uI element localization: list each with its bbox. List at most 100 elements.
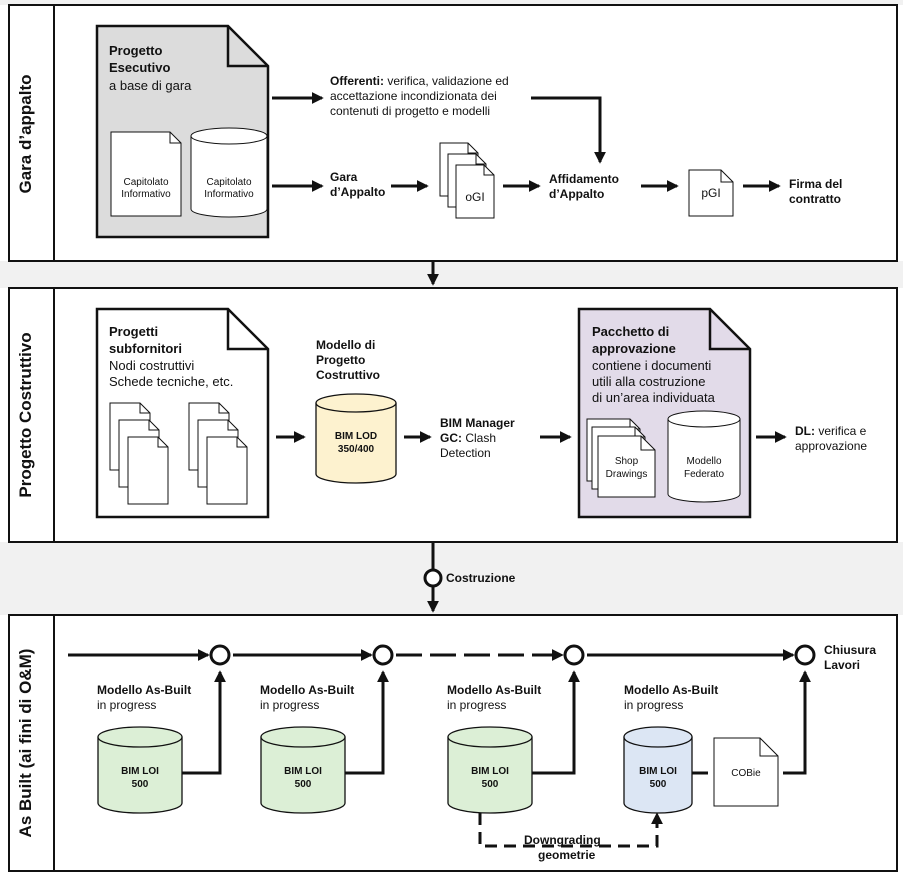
bim-manager-label: BIM Manager: [440, 416, 515, 430]
asbuilt-model-3-title: Modello As-Built: [447, 683, 542, 697]
pacchetto-sub-3: di un’area individuata: [592, 390, 715, 405]
modello-federato-label-1: Modello: [686, 456, 722, 467]
capitolato-cyl-label-1: Capitolato: [206, 177, 252, 188]
subfornitori-title-1: Progetti: [109, 324, 159, 339]
gara-appalto-label-2: d’Appalto: [330, 185, 386, 199]
bim-loi-1-label-2: 500: [131, 779, 149, 790]
costruzione-label: Costruzione: [446, 571, 516, 585]
timeline-node-1: [209, 644, 231, 666]
shop-drawings-label-1: Shop: [614, 456, 639, 467]
bim-loi-2-label-2: 500: [294, 779, 312, 790]
dl-bold: DL:: [795, 424, 815, 438]
loi1-to-node1: [182, 670, 226, 775]
modello-progetto-title-2: Progetto: [316, 353, 366, 367]
dl-label-2: approvazione: [795, 439, 868, 453]
bim-loi-3-label-2: 500: [481, 779, 499, 790]
detection-label: Detection: [440, 446, 491, 460]
bim-loi-cylinder-2-icon: [260, 726, 346, 814]
affidamento-label-1: Affidamento: [549, 172, 619, 186]
pacchetto-title-2: approvazione: [592, 341, 676, 356]
loi2-to-node2: [345, 670, 389, 775]
offerenti-rest: verifica, validazione ed: [384, 74, 509, 88]
bim-lod-cylinder-icon: [315, 393, 397, 484]
asbuilt-model-1-sub: in progress: [97, 698, 157, 712]
shop-drawings-label-2: Drawings: [605, 469, 648, 480]
pgi-document-icon: [688, 169, 734, 217]
bim-loi-cylinder-1-icon: [97, 726, 183, 814]
bim-lod-label-2: 350/400: [337, 444, 375, 455]
subfornitori-document-stack-right-icon: [188, 402, 248, 505]
dl-rest: verifica e: [815, 424, 867, 438]
dl-label: DL: verifica e: [795, 424, 866, 439]
capitolato-cylinder-icon: [190, 127, 268, 218]
offerenti-text-2: accettazione incondizionata dei: [330, 89, 497, 103]
offerenti-text-3: contenuti di progetto e modelli: [330, 104, 491, 118]
capitolato-doc-label-2: Informativo: [121, 189, 171, 200]
asbuilt-model-1-title: Modello As-Built: [97, 683, 192, 697]
capitolato-cyl-label-2: Informativo: [204, 189, 254, 200]
progetto-esecutivo-fold: [226, 26, 268, 68]
subfornitori-sub-1: Nodi costruttivi: [109, 358, 195, 373]
timeline-nodes: [209, 644, 816, 666]
downgrading-label-1: Downgrading: [524, 833, 601, 847]
asbuilt-model-2-sub: in progress: [260, 698, 320, 712]
cobie-document-icon: [713, 737, 779, 807]
modello-federato-cylinder-icon: [667, 410, 741, 503]
modello-progetto-title-1: Modello di: [316, 338, 376, 352]
bim-loi-cylinder-4-icon: [623, 726, 693, 814]
capitolato-doc-label-1: Capitolato: [123, 177, 169, 188]
bim-loi-4-label-1: BIM LOI: [639, 766, 677, 777]
bim-loi-2-label-1: BIM LOI: [284, 766, 322, 777]
timeline-node-4: [794, 644, 816, 666]
ogi-document-stack-icon: [439, 142, 495, 219]
section-title-asbuilt: As Built (ai fini di O&M): [16, 648, 35, 838]
loi3-to-node3: [532, 670, 580, 775]
subfornitori-sub-2: Schede tecniche, etc.: [109, 374, 234, 389]
pgi-label: pGI: [701, 186, 721, 200]
progetto-esecutivo-title-2: Esecutivo: [109, 60, 171, 75]
downgrading-label-2: geometrie: [538, 848, 596, 862]
progetti-subfornitori-fold: [226, 309, 268, 351]
firma-contratto-label-1: Firma del: [789, 177, 843, 191]
chiusura-lavori-label-1: Chiusura: [824, 643, 877, 657]
pacchetto-sub-2: utili alla costruzione: [592, 374, 706, 389]
gara-appalto-label-1: Gara: [330, 170, 358, 184]
ogi-label: oGI: [465, 190, 485, 204]
pacchetto-title-1: Pacchetto di: [592, 324, 670, 339]
progetto-esecutivo-title-1: Progetto: [109, 43, 163, 58]
gc-bold: GC:: [440, 431, 462, 445]
timeline-node-2: [372, 644, 394, 666]
firma-contratto-label-2: contratto: [789, 192, 841, 206]
progetto-esecutivo-subtitle: a base di gara: [109, 78, 192, 93]
bim-loi-cylinder-3-icon: [447, 726, 533, 814]
capitolato-doc-fold: [169, 132, 181, 144]
asbuilt-model-3-sub: in progress: [447, 698, 507, 712]
modello-progetto-title-3: Costruttivo: [316, 368, 380, 382]
pacchetto-approvazione-fold: [708, 309, 750, 351]
bim-loi-1-label-1: BIM LOI: [121, 766, 159, 777]
bim-loi-4-label-2: 500: [649, 779, 667, 790]
bim-loi-3-label-1: BIM LOI: [471, 766, 509, 777]
shop-drawings-document-stack-icon: [586, 418, 656, 498]
capitolato-doc-icon: [110, 131, 182, 217]
cobie-label: COBie: [731, 768, 761, 779]
bim-lod-label-1: BIM LOD: [334, 431, 378, 442]
band-2: [0, 542, 903, 615]
subfornitori-document-stack-left-icon: [109, 402, 169, 505]
chiusura-lavori-label-2: Lavori: [824, 658, 861, 672]
gc-rest: Clash: [462, 431, 497, 445]
asbuilt-model-4-title: Modello As-Built: [624, 683, 719, 697]
modello-federato-label-2: Federato: [683, 469, 725, 480]
section-title-gara: Gara d’appalto: [16, 74, 35, 194]
asbuilt-model-2-title: Modello As-Built: [260, 683, 355, 697]
pacchetto-sub-1: contiene i documenti: [592, 358, 712, 373]
offerenti-bold: Offerenti:: [330, 74, 384, 88]
downgrading-arrow-dashed: [478, 812, 663, 848]
cobie-to-node4: [783, 670, 811, 775]
subfornitori-title-2: subfornitori: [109, 341, 182, 356]
band-1: [0, 261, 903, 288]
section-title-costruttivo: Progetto Costruttivo: [16, 332, 35, 498]
costruzione-node: [423, 568, 443, 588]
band-top: [0, 0, 903, 5]
